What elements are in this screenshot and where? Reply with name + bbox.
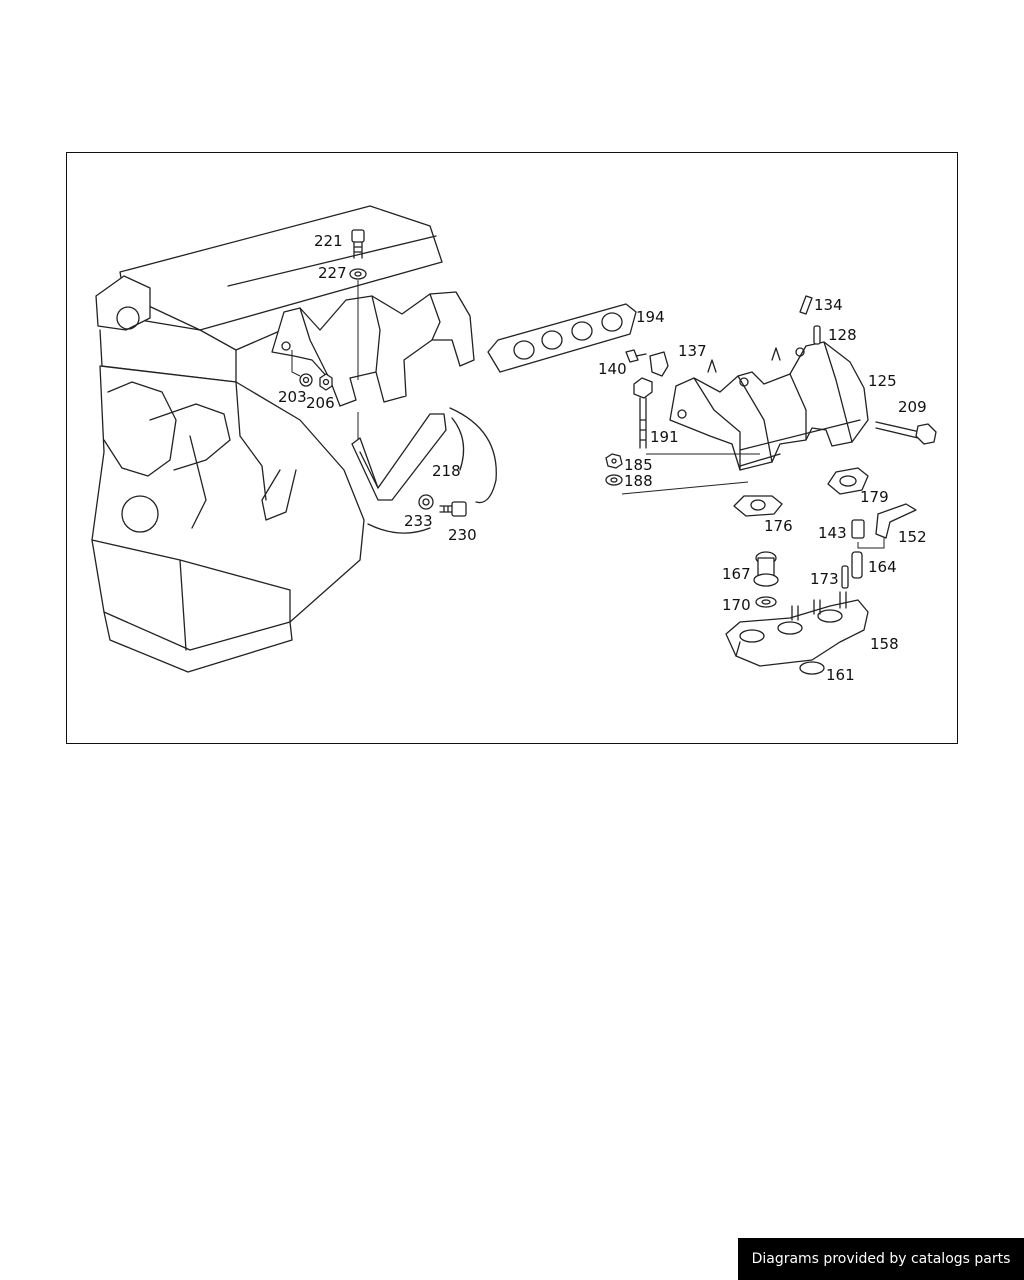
part-label-173: 173: [810, 570, 839, 588]
hardware-185-nut: [605, 453, 623, 469]
hardware-206-nut: [319, 373, 333, 391]
part-label-227: 227: [318, 264, 347, 282]
hardware-173-stud: [841, 565, 849, 589]
hardware-230-bolt: [439, 501, 467, 517]
part-label-203: 203: [278, 388, 307, 406]
footer-credit-text: Diagrams provided by catalogs parts: [751, 1251, 1011, 1267]
part-label-161: 161: [826, 666, 855, 684]
part-label-194: 194: [636, 308, 665, 326]
hardware-167-fitting: [753, 551, 779, 587]
hardware-188-washer: [605, 474, 623, 486]
part-label-128: 128: [828, 326, 857, 344]
intake-manifold-125-drawing: [669, 341, 869, 471]
hardware-191-bolt: [633, 377, 653, 449]
part-label-152: 152: [898, 528, 927, 546]
engine-block-drawing: [91, 205, 497, 673]
hardware-170-washer: [755, 596, 777, 608]
hardware-128-pin: [813, 325, 821, 345]
part-label-188: 188: [624, 472, 653, 490]
part-label-233: 233: [404, 512, 433, 530]
part-label-221: 221: [314, 232, 343, 250]
hardware-134-stud: [799, 295, 813, 315]
part-label-218: 218: [432, 462, 461, 480]
part-label-164: 164: [868, 558, 897, 576]
part-label-158: 158: [870, 635, 899, 653]
part-label-191: 191: [650, 428, 679, 446]
part-label-209: 209: [898, 398, 927, 416]
part-label-167: 167: [722, 565, 751, 583]
hardware-233-washer: [418, 494, 434, 510]
gasket-176-drawing: [733, 495, 783, 517]
hardware-161-plug: [799, 661, 825, 675]
hardware-221-bolt: [351, 229, 365, 259]
part-label-137: 137: [678, 342, 707, 360]
part-label-170: 170: [722, 596, 751, 614]
part-label-125: 125: [868, 372, 897, 390]
part-label-185: 185: [624, 456, 653, 474]
part-label-143: 143: [818, 524, 847, 542]
hardware-209-bolt: [875, 421, 937, 445]
hardware-143-cap: [851, 519, 865, 539]
hardware-164-tube: [851, 551, 863, 579]
part-label-134: 134: [814, 296, 843, 314]
hardware-227-washer: [349, 268, 367, 280]
hardware-203-washer: [299, 373, 313, 387]
gasket-194-drawing: [487, 303, 637, 373]
part-label-230: 230: [448, 526, 477, 544]
hose-152-drawing: [875, 503, 917, 539]
hardware-137-clip: [649, 351, 669, 377]
intake-lower-158-drawing: [725, 591, 869, 667]
part-label-176: 176: [764, 517, 793, 535]
part-label-140: 140: [598, 360, 627, 378]
footer-credit-banner: Diagrams provided by catalogs parts: [738, 1238, 1024, 1280]
part-label-206: 206: [306, 394, 335, 412]
part-label-179: 179: [860, 488, 889, 506]
hardware-140-screw: [625, 349, 647, 363]
gasket-179-drawing: [827, 467, 869, 495]
